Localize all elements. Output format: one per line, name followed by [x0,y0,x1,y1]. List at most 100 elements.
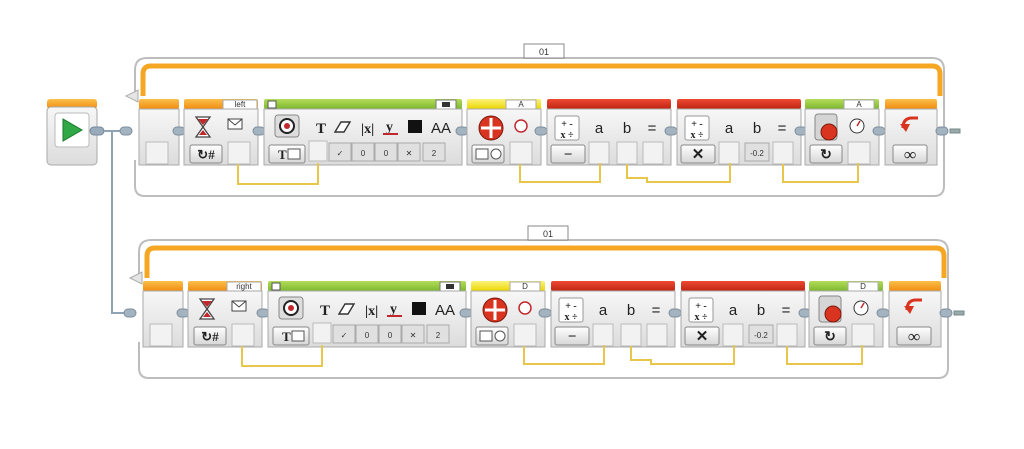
color-value-tab[interactable] [401,324,425,344]
data-wire [241,345,323,367]
motor-block[interactable]: A↻ [804,99,880,166]
y-value-tab[interactable] [374,142,398,162]
loop-arrow-icon [124,89,139,103]
input-b-tab[interactable] [744,142,770,162]
sequence-port[interactable] [119,126,133,136]
input-a-plug[interactable] [588,141,610,165]
input-a-plug[interactable] [722,323,744,347]
input-b-plug[interactable] [616,141,638,165]
rotation-output-plug[interactable] [509,141,533,165]
degrees-icon [490,148,502,160]
color-icon [408,120,422,133]
loop-name-tab[interactable]: 01 [523,43,565,59]
motor-block[interactable]: D↻ [808,281,884,348]
clear-screen-value-tab[interactable] [328,142,352,162]
wait-mode-selector[interactable] [193,326,227,346]
sequence-port[interactable] [172,126,186,136]
result-plug[interactable] [776,323,798,347]
motor-mode-selector[interactable] [813,326,847,346]
text-input-plug[interactable] [308,140,328,162]
input-b-tab[interactable] [748,324,774,344]
sequence-port[interactable] [935,126,949,136]
sequence-port[interactable] [459,308,473,318]
text-mode-icon: T [278,147,287,162]
motor-rotation-block[interactable]: A [466,99,542,166]
wait-block[interactable]: left↻# [183,99,259,166]
sequence-port[interactable] [455,126,469,136]
font-value-tab[interactable] [426,324,450,344]
loop-mode-selector[interactable] [892,144,928,164]
wait-output-plug[interactable] [227,141,251,165]
power-input-plug[interactable] [851,323,875,347]
loop-exit-port[interactable] [953,310,965,316]
x-value-tab[interactable] [355,324,379,344]
input-b-value: -0.2 [750,149,764,158]
loop-mode-selector[interactable] [896,326,932,346]
start-block[interactable] [46,99,105,166]
loop-exit-port[interactable] [949,128,961,134]
result-plug[interactable] [772,141,794,165]
motor-rotation-block[interactable]: D [470,281,546,348]
sequence-port[interactable] [872,126,886,136]
font-value-tab[interactable] [422,142,446,162]
math-mode-selector[interactable] [550,144,586,164]
clear-screen-value: ✓ [341,331,348,340]
input-b-plug[interactable] [620,323,642,347]
sequence-port[interactable] [256,308,270,318]
motor-block-port: D [860,282,866,291]
input-a-plug[interactable] [718,141,740,165]
wait-port: left [235,100,246,109]
loop-name-tab[interactable]: 01 [527,225,569,241]
sequence-port[interactable] [664,126,678,136]
loop-index-plug[interactable] [149,323,173,347]
play-icon[interactable] [62,118,83,142]
rotation-output-plug[interactable] [513,323,537,347]
display-port-icon [267,100,277,109]
color-value-tab[interactable] [397,142,421,162]
power-input-plug[interactable] [847,141,871,165]
sequence-port[interactable] [123,308,137,318]
sequence-port[interactable] [538,308,552,318]
math-icon [684,115,710,141]
y-value: 0 [388,331,393,340]
clear-screen-value-tab[interactable] [332,324,356,344]
sequence-port[interactable] [176,308,190,318]
loop-end-block[interactable]: ∞ [884,99,938,166]
wait-mode-selector[interactable] [189,144,223,164]
text-input-plug[interactable] [312,322,332,344]
text-mode-icon: T [282,329,291,344]
math-mode-selector[interactable] [680,144,716,164]
wait-block[interactable]: right↻# [187,281,263,348]
degrees-icon [494,330,506,342]
motor-mode-selector[interactable] [809,144,843,164]
sequence-port[interactable] [534,126,548,136]
input-a-plug[interactable] [592,323,614,347]
result-plug[interactable] [646,323,668,347]
sequence-port[interactable] [668,308,682,318]
math-mode-selector[interactable] [554,326,590,346]
svg-text:x ÷: x ÷ [695,312,709,323]
math-mode-selector[interactable] [684,326,720,346]
sequence-port[interactable] [939,308,953,318]
y-value-tab[interactable] [378,324,402,344]
on-mode-icon: ↻ [824,330,836,345]
loop-index-plug[interactable] [145,141,169,165]
rotation-degrees-icon [514,119,528,133]
wait-output-plug[interactable] [231,323,255,347]
loop-end-block[interactable]: ∞ [888,281,942,348]
sequence-port[interactable] [252,126,266,136]
x-value-tab[interactable] [351,142,375,162]
sequence-port[interactable] [876,308,890,318]
color-icon [412,302,426,315]
result-plug[interactable] [642,141,664,165]
loop-name: 01 [543,229,553,239]
